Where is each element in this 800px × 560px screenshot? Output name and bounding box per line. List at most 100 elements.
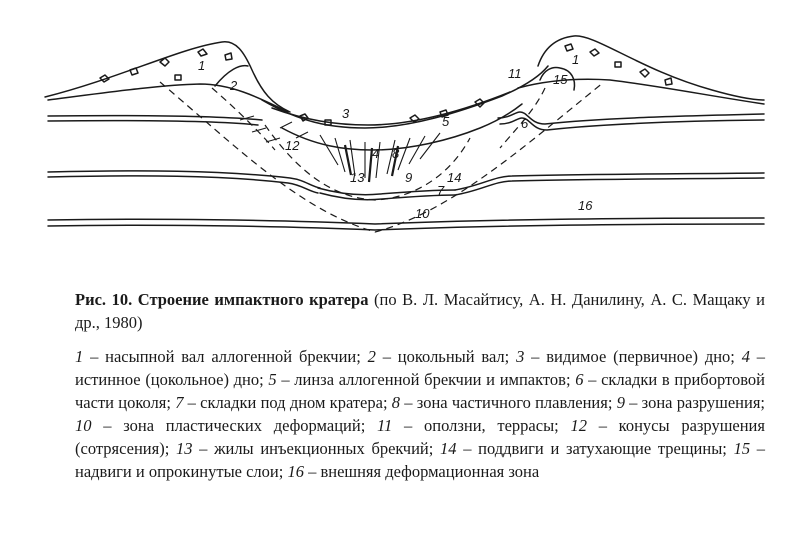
fragment [324,119,332,126]
legend-text: – зона разрушения; [624,393,765,412]
legend-entry: 16 – внешняя деформационная зона [287,462,539,481]
label-10: 10 [415,206,430,221]
legend-text: – конусы разрушения (сотрясения); [75,416,765,458]
legend-text: – зона пластических деформаций; [91,416,378,435]
figure-source: (по В. Л. Масайтису, А. Н. Данилину, А. … [75,290,766,332]
legend-key: 11 [377,416,393,435]
stratum-right-1 [497,111,765,125]
legend-key: 3 [516,347,525,366]
breccia-veins [343,144,400,183]
label-11: 11 [508,66,522,81]
legend-key: 13 [175,439,193,458]
fragment [159,57,170,67]
legend-text: – складки в прибортовой части цоколя; [75,370,765,412]
legend-key: 7 [175,393,184,412]
shatter-lines [319,132,441,179]
legend-entry: 12 – конусы разрушения (сотрясения); [75,416,765,458]
legend-entry: 10 – зона пластических деформаций; [75,416,377,435]
fragment [174,74,182,81]
fragment [197,48,208,57]
stratum-mid-right-2 [454,177,765,196]
legend-key: 8 [391,393,401,412]
stratum-left-2 [47,119,259,126]
legend-key: 6 [575,370,584,389]
crater-diagram: 1 2 3 4 5 6 7 8 9 10 11 12 13 14 15 16 1 [44,35,765,233]
label-1-left: 1 [198,58,205,73]
fragment [614,61,622,68]
legend-entry: 15 – надвиги и опрокинутые слои; [75,439,765,481]
left-ejecta-base [47,83,289,113]
fragment [129,67,139,76]
stratum-deep-1 [47,217,765,225]
legend-entry: 2 – цокольный вал; [368,347,516,366]
thrust-arrows [239,115,309,143]
label-3: 3 [342,106,350,121]
figure-title: Строение импактного кратера [137,290,369,309]
legend-text: – насыпной вал аллогенной брекчии; [83,347,368,366]
stratum-mid-left-1 [47,170,321,189]
legend-key: 1 [75,347,84,366]
legend-key: 2 [367,347,376,366]
fragment [99,74,110,83]
legend-text: – жилы инъекционных брекчий; [192,439,441,458]
fragment [224,52,233,61]
legend-key: 5 [268,370,277,389]
legend-text: – поддвиги и затухающие трещины; [456,439,734,458]
stratum-mid-left-2 [47,175,319,194]
label-14: 14 [447,170,461,185]
legend-text: – внешняя деформационная зона [303,462,540,481]
terrace-slide-right [499,87,546,149]
crater-visible-floor [261,65,549,129]
legend-entry: 11 – оползни, террасы; [377,416,570,435]
legend-key: 4 [741,347,750,366]
stratum-mid-right-1 [454,172,765,191]
label-13: 13 [350,170,365,185]
legend-entry: 9 – зона разрушения; [617,393,765,412]
label-9: 9 [405,170,412,185]
legend-entry: 4 – истинное (цокольное) дно; [75,347,765,389]
right-basement-rampart [539,66,576,91]
legend-key: 12 [570,416,587,435]
right-ejecta-base [517,78,765,105]
fragment [299,113,309,122]
legend-text: – истинное (цокольное) дно; [75,347,766,389]
fragment [639,68,650,78]
breccia-lens-bottom [281,103,523,151]
label-4: 4 [372,146,379,161]
legend-entry: 13 – жилы инъекционных брекчий; [176,439,440,458]
legend-key: 16 [287,462,304,481]
legend-key: 15 [733,439,751,458]
legend-entry: 1 – насыпной вал аллогенной брекчии; [75,347,368,366]
label-12: 12 [285,138,300,153]
label-7: 7 [437,183,445,198]
legend-text: – складки под дном кратера; [183,393,392,412]
legend-entry: 5 – линза аллогенной брекчии и импактов; [268,370,575,389]
fragment [589,48,600,57]
legend-entry: 8 – зона частичного плавления; [392,393,617,412]
legend-text: – надвиги и опрокинутые слои; [75,439,766,481]
figure-legend: 1 – насыпной вал аллогенной брекчии; 2 –… [75,345,765,483]
label-1-right: 1 [572,52,579,67]
legend-text: – цокольный вал; [375,347,517,366]
figure-number: Рис. 10. [75,290,133,309]
fragment [474,98,485,108]
stratum-deep-2 [47,223,765,231]
label-2: 2 [229,78,238,93]
stratum-left-1 [47,114,263,121]
label-16: 16 [578,198,593,213]
label-8: 8 [392,146,400,161]
legend-entry: 6 – складки в прибортовой части цоколя; [75,370,765,412]
legend-text: – линза аллогенной брекчии и импактов; [276,370,576,389]
legend-text: – зона частичного плавления; [400,393,617,412]
destruction-zone-boundary [264,124,471,201]
legend-key: 10 [75,416,92,435]
right-ejecta-rampart [537,35,765,101]
fragment [409,114,420,123]
fold-under-floor-1 [317,187,456,196]
fragment [664,77,673,86]
label-15: 15 [553,72,568,87]
fragment [439,109,449,118]
legend-key: 14 [440,439,457,458]
label-5: 5 [442,114,450,129]
legend-entry: 3 – видимое (первичное) дно; [516,347,742,366]
